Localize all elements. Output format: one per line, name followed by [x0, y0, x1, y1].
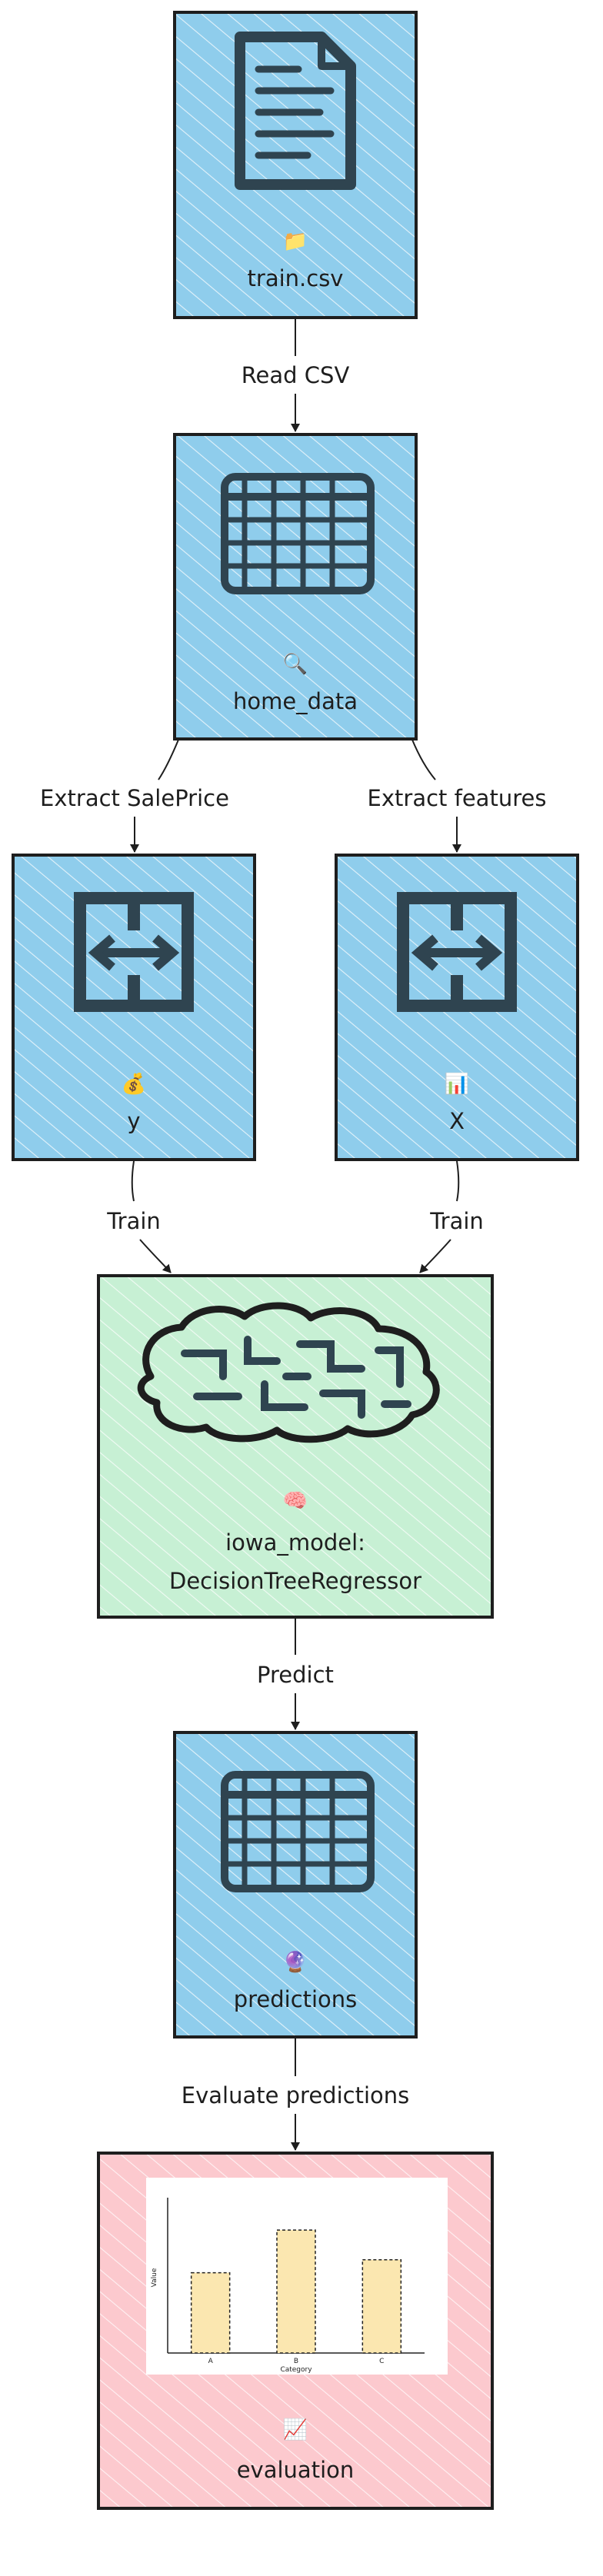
edge-label-predict: Predict	[257, 1662, 334, 1688]
node-predictions[interactable]: 🔮 predictions	[173, 1731, 418, 2039]
node-label-x: X	[449, 1108, 465, 1134]
node-x[interactable]: 📊 X	[335, 854, 579, 1161]
table-icon	[221, 473, 375, 594]
chart-x-label: Category	[280, 2366, 312, 2374]
chart-tick-label-B: B	[294, 2358, 298, 2365]
edge-label-evaluate-predictions: Evaluate predictions	[182, 2082, 410, 2108]
node-iowa-model[interactable]: 🧠 iowa_model: DecisionTreeRegressor	[97, 1274, 494, 1619]
magnifier-icon: 🔍	[283, 651, 308, 676]
chart-tick-label-C: C	[379, 2358, 384, 2365]
node-label-iowa-model-line1: iowa_model:	[225, 1529, 365, 1556]
bar-chart-icon: 📊	[445, 1072, 469, 1096]
edge-label-read-csv: Read CSV	[242, 362, 350, 388]
brain-emoji-icon: 🧠	[283, 1489, 308, 1513]
node-train-csv[interactable]: 📁 train.csv	[173, 11, 418, 319]
chart-y-label: Value	[151, 2268, 158, 2287]
node-label-evaluation: evaluation	[237, 2457, 355, 2483]
node-label-predictions: predictions	[234, 1986, 358, 2012]
edge-extract-features: Extract features	[355, 739, 558, 853]
folder-icon: 📁	[283, 230, 308, 253]
edge-label-extract-features: Extract features	[368, 785, 547, 811]
edge-read-csv: Read CSV	[231, 319, 360, 432]
node-y[interactable]: 💰 y	[12, 854, 256, 1161]
edge-predict: Predict	[246, 1619, 345, 1730]
chart-bar-A	[190, 2271, 231, 2354]
brain-icon	[137, 1302, 440, 1443]
split-arrows-icon	[74, 892, 194, 1012]
edge-train-right: Train	[419, 1160, 492, 1273]
edge-label-train-left: Train	[106, 1208, 161, 1234]
edge-label-extract-saleprice: Extract SalePrice	[40, 785, 229, 811]
edge-label-train-right: Train	[429, 1208, 484, 1234]
node-label-train-csv: train.csv	[248, 265, 344, 291]
edge-evaluate-predictions: Evaluate predictions	[174, 2039, 417, 2151]
table-icon	[221, 1771, 375, 1892]
edge-extract-saleprice: Extract SalePrice	[28, 739, 242, 853]
edge-train-left: Train	[98, 1160, 172, 1273]
chart-bar-B	[276, 2229, 316, 2354]
chart-bar-C	[361, 2259, 402, 2354]
bar-chart-thumbnail: Value Category A B C	[146, 2178, 448, 2375]
document-icon	[235, 32, 356, 190]
money-bag-icon: 💰	[122, 1072, 146, 1096]
node-label-iowa-model-line2: DecisionTreeRegressor	[169, 1568, 421, 1594]
chart-increasing-icon: 📈	[283, 2418, 308, 2441]
crystal-ball-icon: 🔮	[283, 1950, 308, 1974]
split-arrows-icon	[397, 892, 517, 1012]
node-label-home-data: home_data	[233, 688, 358, 714]
node-label-y: y	[127, 1108, 140, 1134]
node-home-data[interactable]: 🔍 home_data	[173, 433, 418, 741]
node-evaluation[interactable]: Value Category A B C 📈 evaluation	[97, 2152, 494, 2510]
chart-tick-label-A: A	[208, 2358, 214, 2365]
